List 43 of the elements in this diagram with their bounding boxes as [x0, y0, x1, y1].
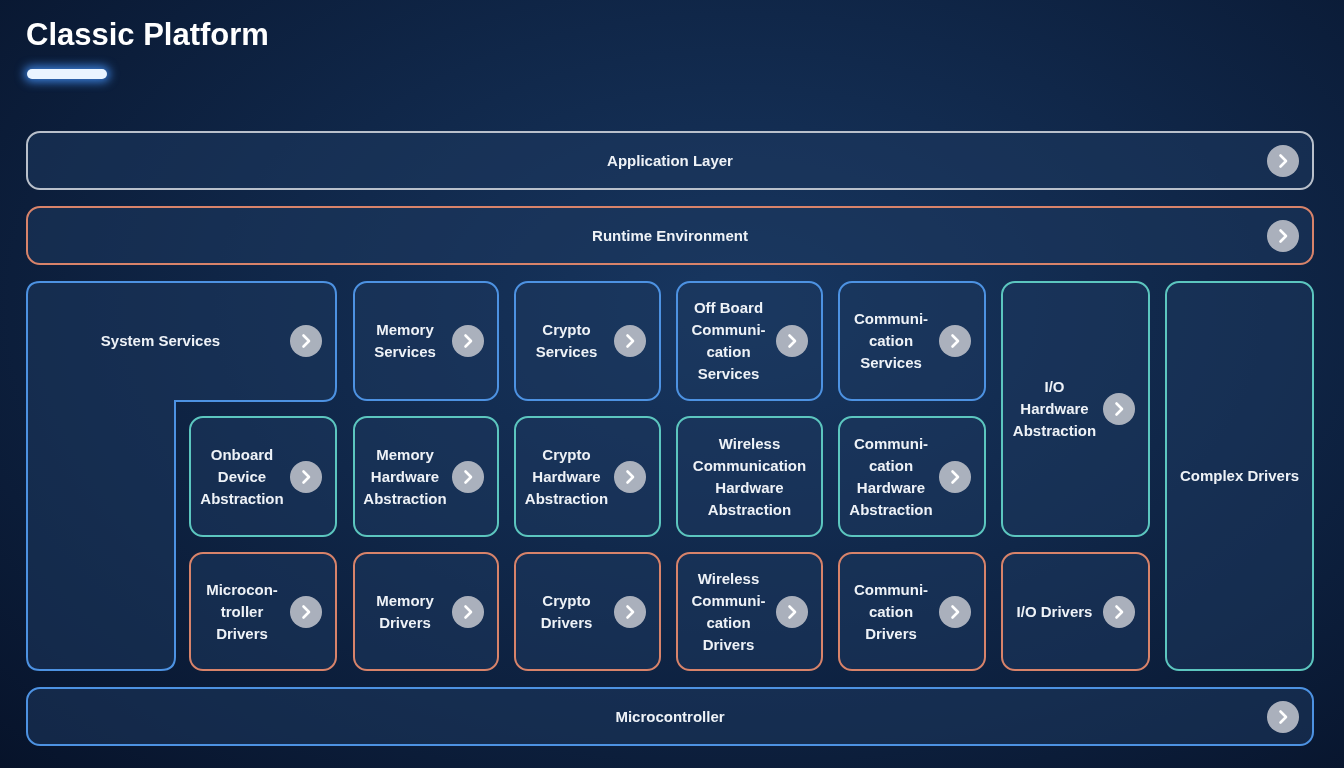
module-box: [514, 281, 661, 401]
module-box: [1001, 552, 1150, 671]
module-box: [838, 416, 986, 537]
layer-bar: [26, 131, 1314, 190]
module-box: [838, 281, 986, 401]
layer-bar: [26, 206, 1314, 265]
layer-label: Microcontroller: [614, 706, 726, 727]
module-box: [1165, 281, 1314, 671]
module-label: Communi- cation Services: [853, 309, 929, 373]
module-label: Memory Drivers: [375, 590, 435, 633]
module-box: [189, 416, 337, 537]
module-label: Communi- cation Drivers: [853, 579, 929, 644]
module-label: Crypto Hardware Abstraction: [524, 444, 609, 509]
module-label: Crypto Services: [535, 320, 598, 362]
module-label: Wireless Communi- cation Drivers: [690, 568, 767, 655]
module-box: [1001, 281, 1150, 537]
module-box: [353, 281, 499, 401]
page-title: Classic Platform: [26, 16, 269, 54]
module-box: [676, 416, 823, 537]
module-label: Microcon- troller Drivers: [205, 579, 279, 644]
module-box: [353, 552, 499, 671]
module-label: Memory Hardware Abstraction: [362, 444, 448, 509]
module-label: Off Board Communi- cation Services: [690, 298, 767, 384]
module-label: Crypto Drivers: [540, 590, 593, 633]
module-box: [514, 552, 661, 671]
module-label: Complex Drivers: [1179, 466, 1300, 486]
module-box: [189, 552, 337, 671]
module-box: [676, 281, 823, 401]
module-label: Onboard Device Abstraction: [199, 444, 285, 509]
layer-bar: [26, 687, 1314, 746]
module-label: Memory Services: [373, 320, 437, 362]
layer-label: Runtime Environment: [591, 225, 749, 246]
module-label: Communi- cation Hardware Abstraction: [848, 433, 934, 520]
module-label: Wireless Communication Hardware Abstraction: [692, 433, 807, 520]
module-label: I/O Hardware Abstraction: [1012, 377, 1097, 441]
module-box: [514, 416, 661, 537]
l-shaped-module-box: [26, 281, 337, 671]
module-box: [353, 416, 499, 537]
module-label: System Services: [100, 331, 221, 351]
module-box: [838, 552, 986, 671]
module-label: I/O Drivers: [1016, 601, 1093, 622]
layer-label: Application Layer: [606, 150, 734, 171]
module-box: [676, 552, 823, 671]
